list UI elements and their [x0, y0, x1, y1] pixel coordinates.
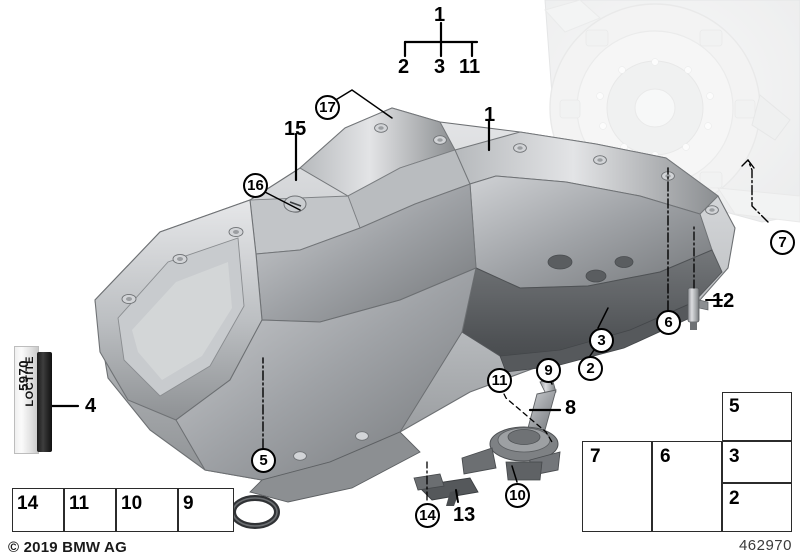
callout-bracket-child-2: 2 — [398, 56, 410, 78]
callout-4: 4 — [85, 395, 97, 417]
copyright-notice: © 2019 BMW AG — [8, 539, 127, 556]
parts-box-3 — [722, 441, 792, 483]
callout-9: 9 — [536, 358, 561, 383]
callout-8: 8 — [565, 397, 577, 419]
callout-14: 14 — [415, 503, 440, 528]
parts-num-7: 7 — [590, 446, 601, 467]
parts-box-7 — [582, 441, 652, 532]
diagram-number: 462970 — [738, 537, 792, 554]
parts-box-5 — [722, 392, 792, 441]
parts-box-2 — [722, 483, 792, 532]
part-icon-9 — [230, 495, 280, 529]
oil-pan-body — [94, 107, 736, 503]
parts-box-10 — [116, 488, 178, 532]
parts-num-5: 5 — [729, 396, 740, 417]
parts-box-9 — [178, 488, 234, 532]
callout-10: 10 — [505, 483, 530, 508]
callout-2: 2 — [578, 356, 603, 381]
parts-num-11: 11 — [69, 493, 90, 514]
callout-15: 15 — [284, 118, 307, 140]
parts-num-6: 6 — [660, 446, 671, 467]
parts-num-10: 10 — [121, 493, 143, 514]
callout-6: 6 — [656, 310, 681, 335]
parts-num-9: 9 — [183, 493, 194, 514]
parts-box-14 — [12, 488, 64, 532]
callout-12: 12 — [712, 290, 735, 312]
callout-bracket-parent: 1 — [434, 4, 446, 26]
callout-17: 17 — [315, 95, 340, 120]
callout-7: 7 — [770, 230, 795, 255]
parts-num-3: 3 — [729, 446, 740, 467]
callout-11: 11 — [487, 368, 512, 393]
callout-5: 5 — [251, 448, 276, 473]
callout-1: 1 — [484, 104, 496, 126]
callout-bracket-child-3: 3 — [434, 56, 446, 78]
callout-13: 13 — [453, 504, 476, 526]
callout-bracket-child-11: 11 — [459, 56, 481, 78]
sensor-12 — [687, 287, 709, 330]
oil-level-sensor — [461, 377, 561, 481]
parts-box-11 — [64, 488, 116, 532]
callout-16: 16 — [243, 173, 268, 198]
parts-box-6 — [652, 441, 722, 532]
loctite-tube-nozzle — [37, 352, 52, 452]
callout-3: 3 — [589, 328, 614, 353]
loctite-product-label: 5970 — [16, 360, 31, 391]
parts-num-14: 14 — [17, 493, 39, 514]
bracket-13 — [413, 473, 479, 506]
parts-num-2: 2 — [729, 488, 740, 509]
